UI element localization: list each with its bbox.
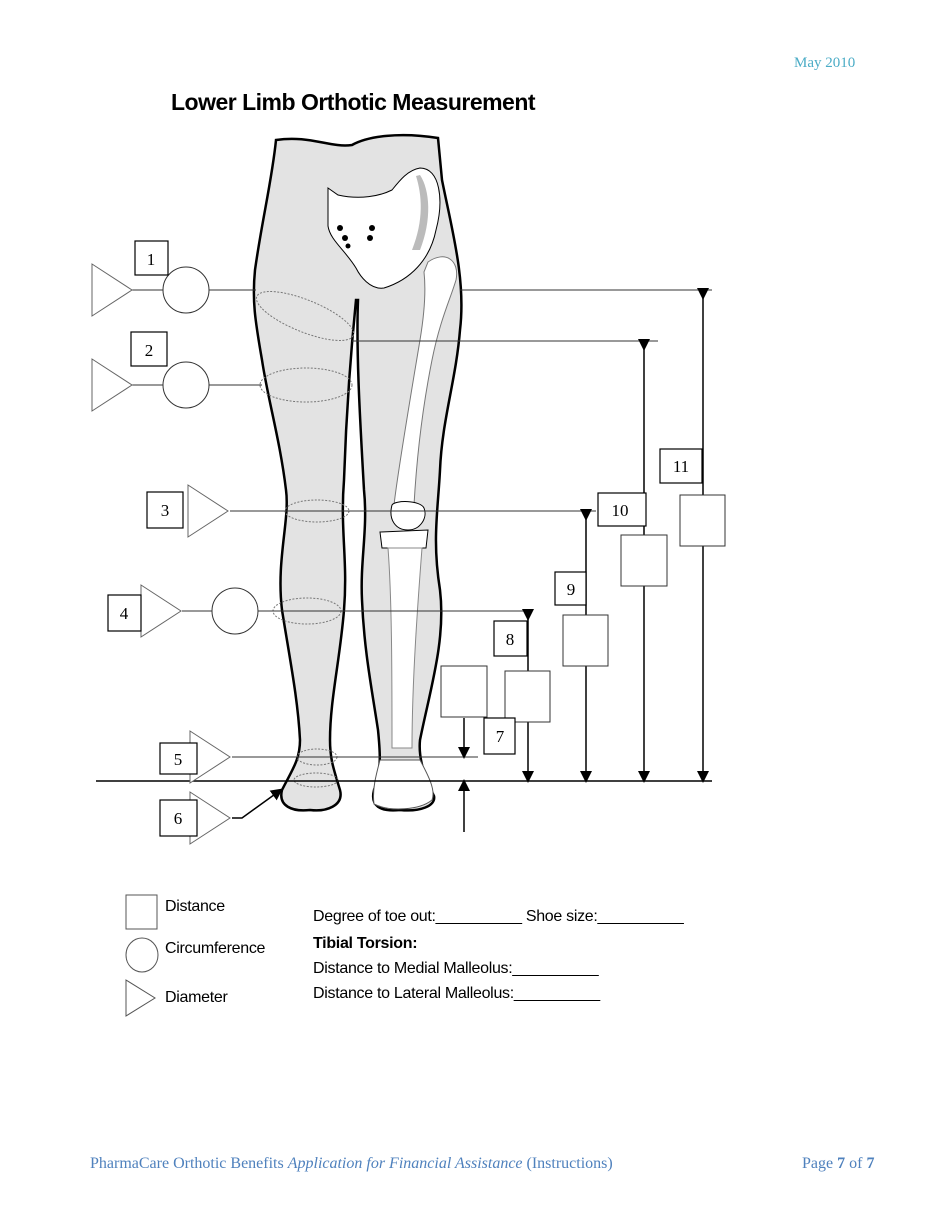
footer-suffix: (Instructions) xyxy=(522,1155,613,1172)
leg-silhouette xyxy=(252,133,463,812)
toe-out-field[interactable]: Degree of toe out:__________ Shoe size:_… xyxy=(313,908,684,926)
label-5: 5 xyxy=(174,750,183,769)
page-title: Lower Limb Orthotic Measurement xyxy=(171,89,536,115)
header-date: May 2010 xyxy=(794,55,856,71)
legend-distance: Distance xyxy=(165,898,225,915)
label-6: 6 xyxy=(174,809,183,828)
label-1: 1 xyxy=(147,250,156,269)
circumference-symbols xyxy=(162,266,259,635)
medial-malleolus-field[interactable]: Distance to Medial Malleolus:__________ xyxy=(313,960,599,977)
label-3: 3 xyxy=(161,501,170,520)
label-4: 4 xyxy=(120,604,129,623)
page-number: Page 7 of 7 xyxy=(802,1155,874,1173)
legend-circumference: Circumference xyxy=(165,940,266,957)
page-of: of xyxy=(845,1155,867,1172)
legend-symbols xyxy=(125,894,159,1017)
legend-diameter: Diameter xyxy=(165,989,228,1006)
label-8: 8 xyxy=(506,630,515,649)
tibial-torsion-heading: Tibial Torsion: xyxy=(313,935,418,952)
diameter-symbols xyxy=(91,263,231,845)
toe-out-label: Degree of toe out:__________ xyxy=(313,908,522,925)
number-label-boxes xyxy=(107,240,703,837)
shoe-size-label: Shoe size:__________ xyxy=(525,908,684,925)
lateral-malleolus-field[interactable]: Distance to Lateral Malleolus:__________ xyxy=(313,985,600,1002)
label-9: 9 xyxy=(567,580,576,599)
footer-document-title: PharmaCare Orthotic Benefits Application… xyxy=(90,1155,613,1173)
page-total: 7 xyxy=(866,1155,875,1172)
distance-entry-boxes xyxy=(440,494,726,723)
page-word: Page xyxy=(802,1155,838,1172)
page-current: 7 xyxy=(837,1155,846,1172)
distance-legend-icon xyxy=(125,894,158,930)
label-11: 11 xyxy=(673,457,689,476)
circumference-legend-icon xyxy=(125,937,159,973)
diameter-legend-icon xyxy=(125,979,156,1017)
footer-prefix: PharmaCare Orthotic Benefits xyxy=(90,1155,288,1172)
label-7: 7 xyxy=(496,727,505,746)
footer-italic: Application for Financial Assistance xyxy=(287,1155,523,1172)
label-2: 2 xyxy=(145,341,154,360)
label-10: 10 xyxy=(612,501,629,520)
